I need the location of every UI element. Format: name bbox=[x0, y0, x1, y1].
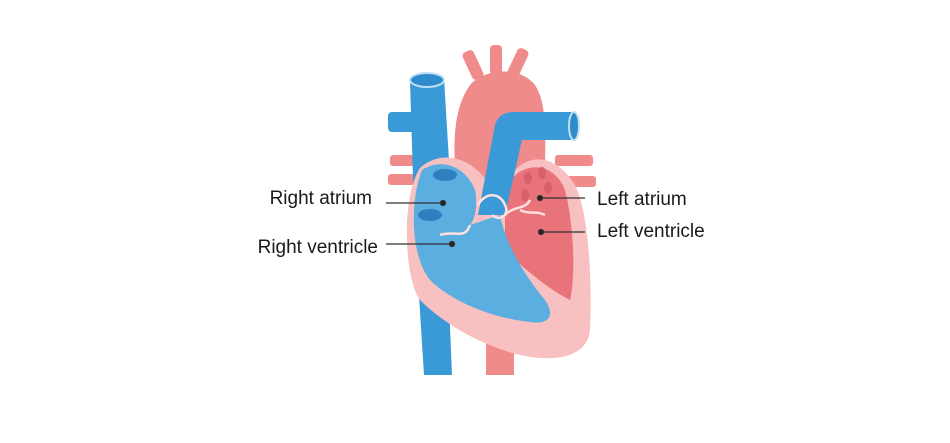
label-right-atrium: Right atrium bbox=[269, 188, 372, 209]
label-right-ventricle: Right ventricle bbox=[257, 237, 378, 258]
pulmonary-vein-openings bbox=[521, 167, 552, 201]
label-left-atrium: Left atrium bbox=[597, 189, 687, 210]
leader-lines bbox=[386, 194, 585, 248]
heart-valves bbox=[439, 194, 546, 237]
right-chambers bbox=[413, 164, 550, 323]
vena-cava-openings bbox=[418, 169, 457, 221]
pulmonary-artery bbox=[478, 112, 576, 215]
label-left-ventricle: Left ventricle bbox=[597, 221, 705, 242]
